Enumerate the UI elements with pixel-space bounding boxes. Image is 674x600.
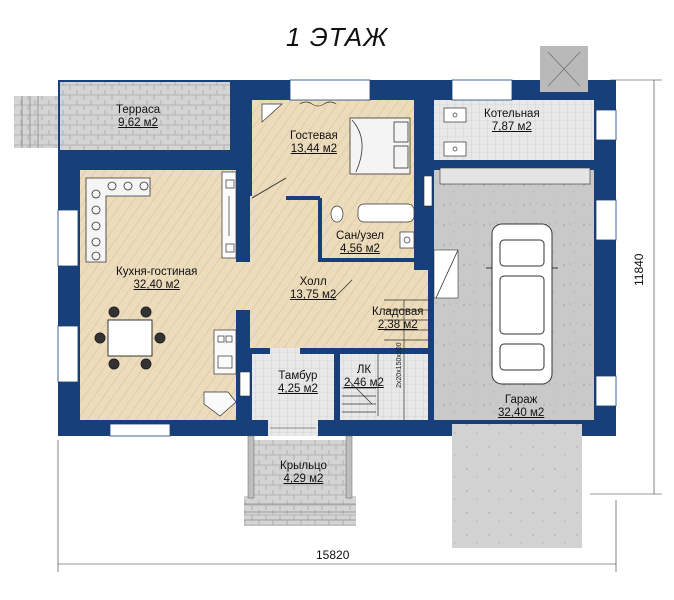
vestibule-floor xyxy=(252,354,336,420)
dimension-lines xyxy=(57,79,662,572)
room-name: Тамбур xyxy=(278,370,318,382)
wall xyxy=(58,150,250,170)
door-opening xyxy=(270,348,300,354)
porch-floor xyxy=(252,440,348,496)
room-area: 32,40 м2 xyxy=(498,407,545,419)
boiler-equipment xyxy=(443,107,467,157)
room-area: 4,56 м2 xyxy=(340,243,380,255)
electric-panel xyxy=(423,175,433,207)
room-area: 13,44 м2 xyxy=(290,143,338,155)
porch-step xyxy=(244,496,356,526)
door-opening xyxy=(250,196,286,200)
wall xyxy=(236,310,250,422)
room-name: Крыльцо xyxy=(280,460,327,472)
room-area: 2,46 м2 xyxy=(344,377,384,389)
wall xyxy=(334,350,340,424)
room-name: Сан/узел xyxy=(336,230,384,242)
room-area: 4,25 м2 xyxy=(278,383,318,395)
page-title: 1 ЭТАЖ xyxy=(286,22,388,52)
wall xyxy=(318,258,422,262)
room-area: 32,40 м2 xyxy=(133,279,180,291)
door-opening xyxy=(236,262,250,310)
terrace-floor xyxy=(60,82,230,150)
bathroom-fixtures xyxy=(330,203,415,249)
bed xyxy=(349,117,411,175)
wall xyxy=(430,160,616,170)
room-name: Холл xyxy=(299,276,327,288)
room-area: 2,38 м2 xyxy=(377,319,418,331)
dining-table xyxy=(94,306,166,370)
room-label-vestibule: Тамбур 4,25 м2 xyxy=(278,370,318,396)
door-swing xyxy=(435,249,459,299)
room-name: Кладовая xyxy=(372,306,424,318)
sofa xyxy=(85,177,151,263)
room-name: Кухня-гостиная xyxy=(116,266,198,278)
room-name: Гостевая xyxy=(290,130,338,142)
kitchen-counter xyxy=(203,171,237,417)
room-name: ЛК xyxy=(356,364,372,376)
terrace-steps xyxy=(14,96,58,148)
door-opening xyxy=(60,170,78,172)
room-label-porch: Крыльцо 4,29 м2 xyxy=(280,460,327,486)
room-label-boiler: Котельная 7,87 м2 xyxy=(484,108,540,134)
stair-note: 2x20x150x300 xyxy=(396,342,403,388)
room-label-kitchen-living: Кухня-гостиная 32,40 м2 xyxy=(116,266,197,292)
staircase xyxy=(342,299,432,420)
wall xyxy=(414,80,434,270)
room-label-bathroom: Сан/узел 4,56 м2 xyxy=(336,230,384,256)
room-label-hall: Холл 13,75 м2 xyxy=(290,276,336,302)
dimension-width: 15820 xyxy=(316,548,350,562)
stair-floor xyxy=(340,352,432,420)
car xyxy=(486,223,558,385)
room-area: 4,29 м2 xyxy=(283,473,324,485)
room-label-garage: Гараж 32,40 м2 xyxy=(498,394,544,420)
room-label-stair: ЛК 2,46 м2 xyxy=(344,364,384,390)
garage-apron xyxy=(452,420,582,548)
room-label-terrace: Терраса 9,62 м2 xyxy=(116,104,160,130)
room-name: Котельная xyxy=(484,108,540,120)
dimension-depth: 11840 xyxy=(632,253,646,286)
wall xyxy=(230,80,250,170)
room-area: 13,75 м2 xyxy=(290,289,337,301)
door-swing xyxy=(251,177,287,199)
vestibule-panel xyxy=(239,371,251,397)
wall xyxy=(318,198,322,260)
room-name: Гараж xyxy=(504,394,538,406)
room-label-guest: Гостевая 13,44 м2 xyxy=(290,130,338,156)
room-label-storage: Кладовая 2,38 м2 xyxy=(372,306,424,332)
room-area: 9,62 м2 xyxy=(118,117,158,129)
room-name: Терраса xyxy=(116,104,161,116)
room-area: 7,87 м2 xyxy=(491,121,532,133)
